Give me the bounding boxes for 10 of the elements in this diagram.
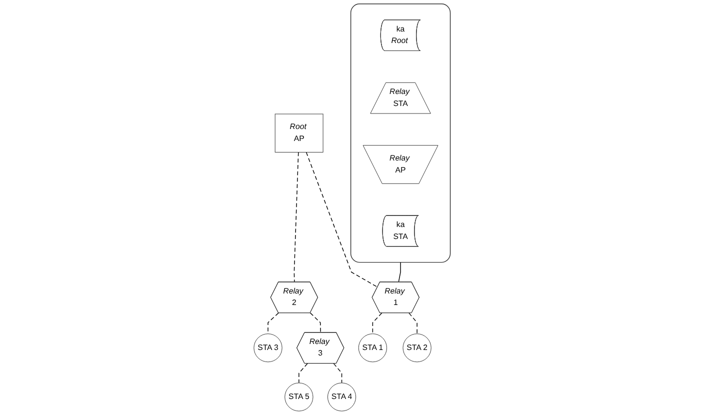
connector xyxy=(306,152,378,288)
cluster xyxy=(350,4,451,263)
connector xyxy=(408,312,418,334)
connector xyxy=(398,262,401,282)
connector xyxy=(294,152,299,283)
connector xyxy=(333,363,342,384)
connector xyxy=(268,312,279,334)
connector xyxy=(372,312,382,334)
connector xyxy=(310,312,321,334)
connector xyxy=(298,363,308,384)
